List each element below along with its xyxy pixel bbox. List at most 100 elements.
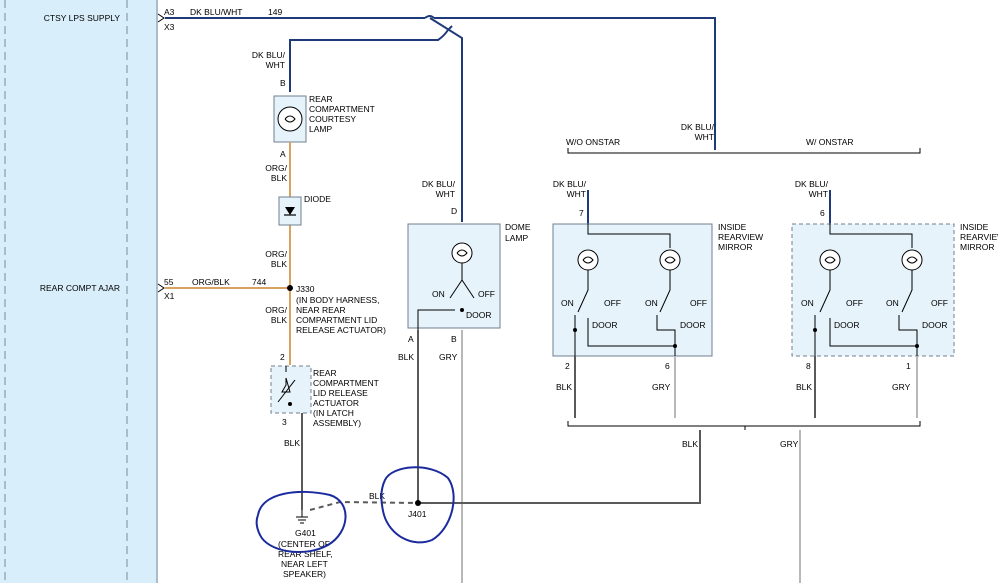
mirror-w-bulb-right-icon [901,249,923,271]
g401-note-4: SPEAKER) [283,569,326,579]
j401-blk-label: BLK [369,491,385,501]
mirror-wo-pin-right: 6 [665,361,670,371]
dome-door-label: DOOR [466,310,492,320]
mirror-w-switch-icons [819,270,913,313]
g401-note-3: NEAR LEFT [281,559,328,569]
mirror-wo-internal-wiring [574,315,676,356]
mirror-w-door-right: DOOR [922,320,948,330]
mirror-wo-pin-top: 7 [579,208,584,218]
control-module: CTSY LPS SUPPLY REAR COMPT AJAR [0,0,158,583]
splice-j330-dot [287,285,293,291]
mirror-wo-feed-1: DK BLU/ [553,179,587,189]
connector-x1: X1 [164,291,175,301]
module-connector-pins: A3 X3 55 X1 [157,7,175,301]
dome-door-dot [460,308,464,312]
return-gry-label: GRY [780,439,799,449]
org-blk-2b: BLK [271,259,287,269]
org-blk-1a: ORG/ [265,163,287,173]
mirror-w-door-left: DOOR [834,320,860,330]
j330-label: J330 [296,284,315,294]
courtesy-pin-a: A [280,149,286,159]
dome-pin-d: D [451,206,457,216]
mirror-wo-door-right: DOOR [680,320,706,330]
mirror-wo-node-1 [573,328,577,332]
mirror-w-pin-top: 6 [820,208,825,218]
mirror-w-name-3: MIRROR [960,242,994,252]
ground-circuit: BLK J401 G401 (CENTER OF REAR SHELF, NEA… [278,491,427,579]
mirror-wo-pin-left: 2 [565,361,570,371]
annotation-circle-g401 [255,490,347,553]
option-w-onstar: W/ ONSTAR [806,137,854,147]
dome-feed-color-1: DK BLU/ [422,179,456,189]
bulb-filament-icon [284,115,296,123]
diode-label: DIODE [304,194,331,204]
actuator-name-5: (IN LATCH [313,408,354,418]
mirror-wo-switch-icons [577,270,671,313]
actuator-name-3: LID RELEASE [313,388,368,398]
mirror-wo-gry-label: GRY [652,382,671,392]
mirror-wo-bulb-right-icon [659,249,681,271]
j330-note-1: (IN BODY HARNESS, [296,295,379,305]
j330-note-3: COMPARTMENT LID [296,315,377,325]
mirror-wo-box [552,223,713,357]
courtesy-lamp: DK BLU/ WHT B REAR COMPARTMENT COURTESY … [252,50,375,159]
mirror-wo-bulb-left-icon [577,249,599,271]
supply-wire-circuit: 149 [268,7,282,17]
return-brace-line [567,421,921,427]
supply-wire-color: DK BLU/WHT [190,7,242,17]
rear-compt-ajar-circuit: ORG/ BLK DIODE ORG/ BLK ORG/BLK 744 J330… [165,142,386,365]
wire-to-courtesy-lamp [289,25,453,92]
courtesy-feed-color-1: DK BLU/ [252,50,286,60]
bulb-icon [277,106,303,132]
courtesy-lamp-name-2: COMPARTMENT [309,104,375,114]
pin-55: 55 [164,277,174,287]
mirror-w-off-left: OFF [846,298,863,308]
org-blk-1b: BLK [271,173,287,183]
mirror-feed-color-2: WHT [695,132,714,142]
mirror-w-pin-right: 1 [906,361,911,371]
dome-gry-label: GRY [439,352,458,362]
org-blk-2a: ORG/ [265,249,287,259]
actuator-pin-2: 2 [280,352,285,362]
mirror-without-onstar: DK BLU/ WHT 7 ON OFF DOOR ON OFF DOOR IN… [552,179,763,418]
mirror-w-bus [829,224,913,248]
actuator-switch-icon [281,366,291,393]
return-circuits: BLK GRY [418,421,921,583]
option-brace-line [567,148,921,154]
connector-x3: X3 [164,22,175,32]
org-blk-3a: ORG/ [265,305,287,315]
actuator-blk-label: BLK [284,438,300,448]
mirror-w-gry-label: GRY [892,382,911,392]
dome-bulb-icon [451,242,473,264]
dome-on-contact [417,309,455,330]
dome-lamp: DK BLU/ WHT D ON OFF DOOR DOME LAMP A B … [398,179,531,583]
mirror-feed-color-1: DK BLU/ [681,122,715,132]
return-blk-label: BLK [682,439,698,449]
mirror-w-bulb-left-icon [819,249,841,271]
mirror-w-on-left: ON [801,298,814,308]
mirror-w-box [791,223,955,357]
actuator-pin-3: 3 [282,417,287,427]
connector-chevron-x3 [157,13,165,23]
mirror-w-feed-1: DK BLU/ [795,179,829,189]
mirror-w-off-right: OFF [931,298,948,308]
module-panel [0,0,158,583]
splice-j401-dot [415,500,421,506]
dome-off-label: OFF [478,289,495,299]
actuator-name-2: COMPARTMENT [313,378,379,388]
dome-pin-a: A [408,334,414,344]
dome-on-label: ON [432,289,445,299]
courtesy-lamp-name-3: COURTESY [309,114,356,124]
mirror-wo-name-2: REARVIEW [718,232,763,242]
supply-circuit: DK BLU/WHT 149 [165,7,716,222]
actuator-name-4: ACTUATOR [313,398,359,408]
connector-chevron-x1 [157,283,165,293]
mirror-wo-door-left: DOOR [592,320,618,330]
mirror-wo-filament-icons [582,256,676,264]
org-blk-3b: BLK [271,315,287,325]
dome-name-2: LAMP [505,233,528,243]
dome-name-1: DOME [505,222,531,232]
mirror-wo-feed-2: WHT [567,189,586,199]
wire-supply-crossover [424,15,435,19]
courtesy-lamp-name-1: REAR [309,94,333,104]
